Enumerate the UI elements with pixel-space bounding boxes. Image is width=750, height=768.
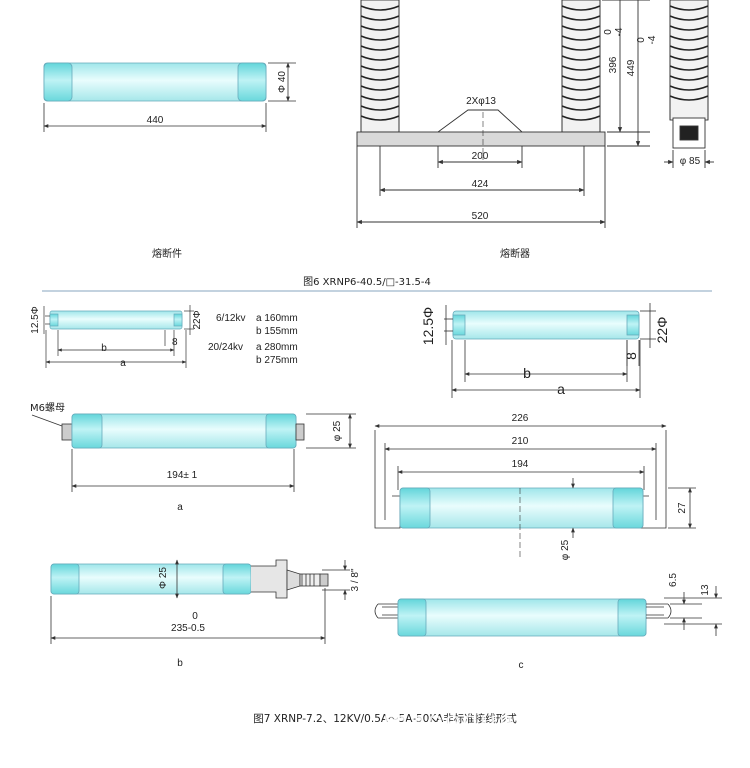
fuse-element-drawing <box>43 62 296 132</box>
small-fuse-d1: 12.5Φ <box>30 306 41 333</box>
c-type-dim-13: 13 <box>700 584 711 596</box>
m6-fuse-drawing <box>31 413 356 492</box>
fuse-element-diameter: Φ 40 <box>277 71 288 93</box>
assembly-dim-449: 449 <box>626 59 637 76</box>
fuse-assembly-label: 熔断器 <box>500 247 530 260</box>
fuse-assembly-drawing <box>356 0 714 228</box>
b-type-dia: Φ 25 <box>158 567 169 589</box>
large-fuse-d3: 8 <box>623 352 639 360</box>
fuse-element-length: 440 <box>147 115 164 126</box>
assembly-dim-449-tol: 0-4 <box>636 35 658 44</box>
large-fuse-a: a <box>557 381 565 397</box>
assembly-dia-85: φ 85 <box>680 156 701 167</box>
spec-b-1: b 155mm <box>256 326 298 337</box>
spec-b-2: b 275mm <box>256 355 298 366</box>
assembly-dim-396: 396 <box>608 56 619 73</box>
assembly-dim-396-tol: 0-4 <box>603 27 625 36</box>
m6-nut-label: M6螺母 <box>30 402 65 414</box>
b-type-thread: 3 / 8" <box>350 568 361 591</box>
large-fuse-d1: 12.5Φ <box>420 307 436 345</box>
b-type-length-top: 0 <box>192 611 198 622</box>
bracket-dim-194: 194 <box>512 459 529 470</box>
m6-fuse-length: 194± 1 <box>167 470 198 481</box>
large-fuse-d2: 22Φ <box>654 317 670 344</box>
b-type-fuse-drawing <box>50 559 350 644</box>
assembly-hole-dim: 2Xφ13 <box>466 96 496 107</box>
small-fuse-b: b <box>101 343 107 354</box>
bracket-dim-226: 226 <box>512 413 529 424</box>
spec-a-1: a 160mm <box>256 313 298 324</box>
c-type-sub: c <box>519 660 524 671</box>
spec-table: 6/12kv a 160mm b 155mm 20/24kv a 280mm b… <box>208 313 298 366</box>
fig6-caption: 图6 XRNP6-40.5/□-31.5-4 <box>303 276 431 288</box>
large-fuse-b: b <box>523 365 531 381</box>
left-insulator <box>360 0 400 133</box>
c-type-dim-65: 6.5 <box>668 573 679 587</box>
bracket-fuse-drawing <box>374 424 696 560</box>
spec-kv-2: 20/24kv <box>208 342 243 353</box>
small-fuse-drawing <box>43 305 194 368</box>
watermark: maoeduanqi.1688.com <box>383 705 707 738</box>
fig7-caption: 图7 XRNP-7.2、12KV/0.5A～5A-50KA非标准接线形式 <box>253 712 517 725</box>
spec-a-2: a 280mm <box>256 342 298 353</box>
side-view-insulator <box>664 0 714 168</box>
m6-fuse-sub: a <box>177 502 183 513</box>
spec-kv-1: 6/12kv <box>216 313 245 324</box>
small-fuse-a: a <box>120 358 126 369</box>
right-insulator <box>561 0 601 133</box>
assembly-dim-520: 520 <box>472 211 489 222</box>
bracket-dia: φ 25 <box>560 539 571 560</box>
assembly-dim-200: 200 <box>472 151 489 162</box>
bracket-dim-210: 210 <box>512 436 529 447</box>
c-type-fuse-drawing <box>374 586 722 637</box>
b-type-length: 235-0.5 <box>171 623 205 634</box>
small-fuse-d3: 8 <box>172 337 178 348</box>
assembly-dim-424: 424 <box>472 179 489 190</box>
small-fuse-d2: 22Φ <box>192 310 203 329</box>
fuse-element-label: 熔断件 <box>152 247 182 260</box>
bracket-dim-27: 27 <box>677 502 688 514</box>
b-type-sub: b <box>177 658 183 669</box>
large-fuse-drawing <box>444 303 656 398</box>
m6-fuse-dia: φ 25 <box>332 420 343 441</box>
